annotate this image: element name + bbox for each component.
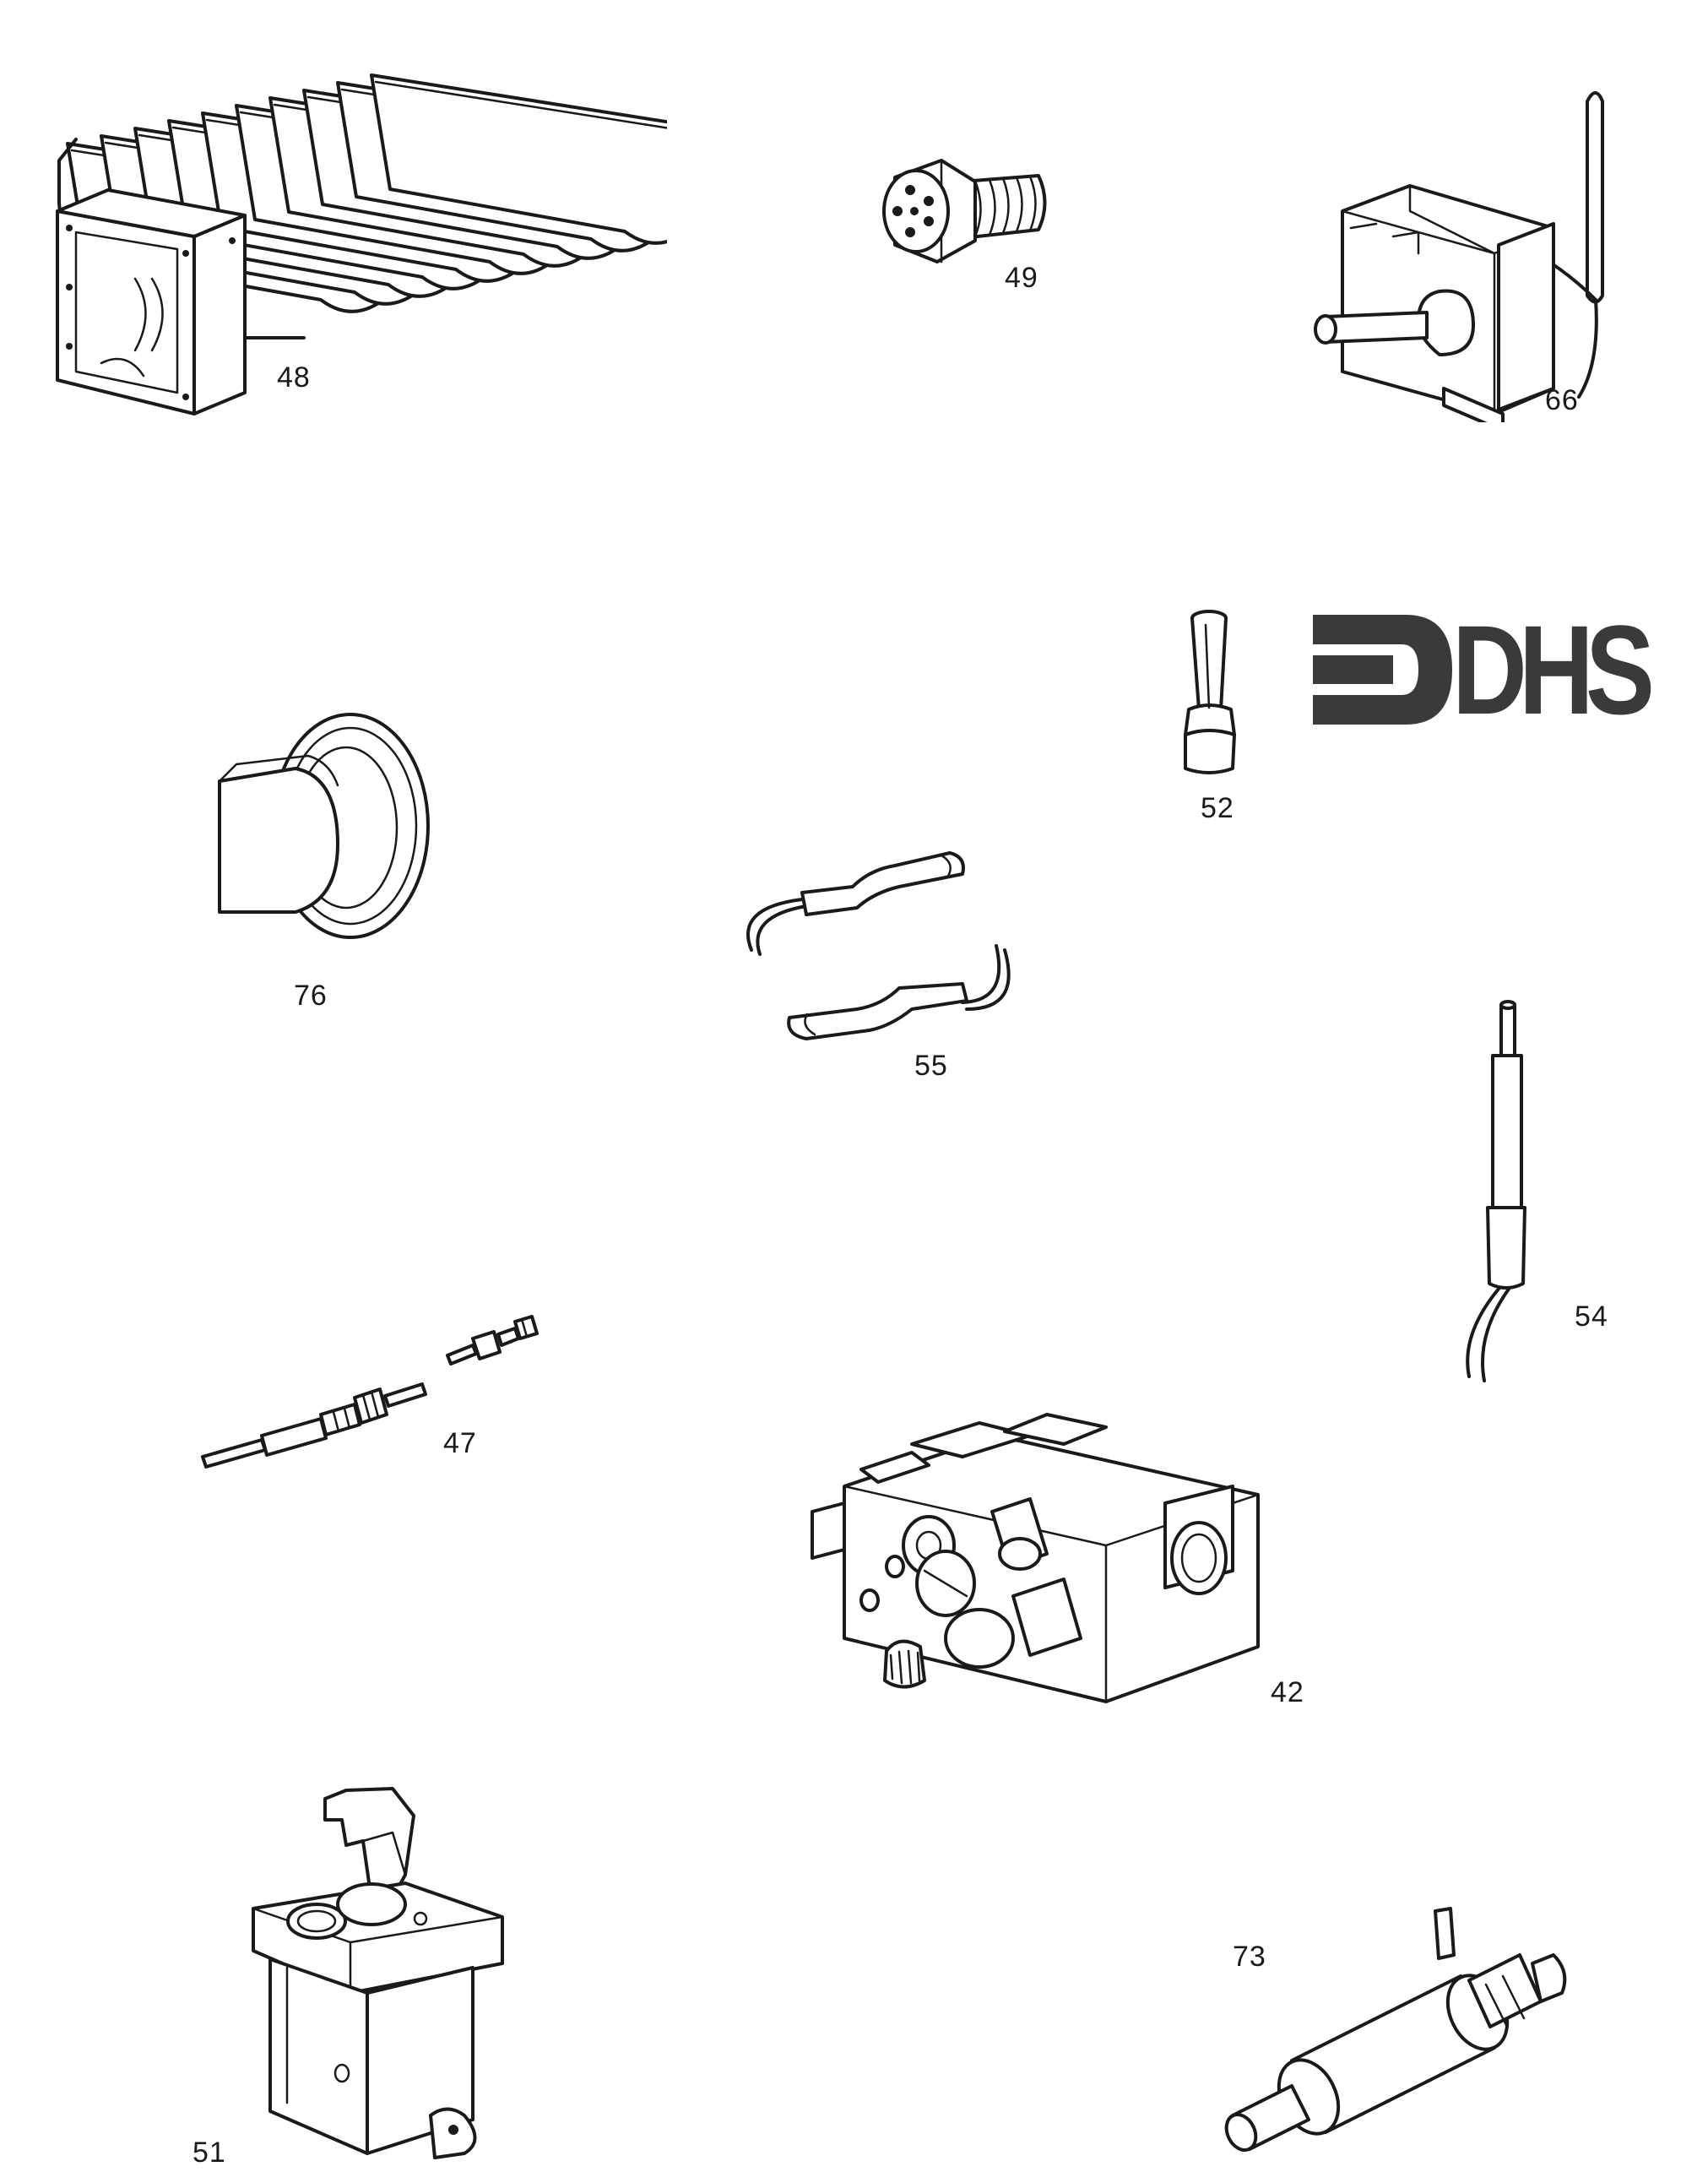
pilot-tube-icon (1184, 610, 1236, 774)
part-label-55: 55 (914, 1050, 948, 1082)
part-label-42: 42 (1271, 1676, 1304, 1708)
burner-manifold-icon (56, 73, 667, 415)
part-label-49: 49 (1005, 262, 1038, 294)
piezo-igniter-icon (252, 1787, 504, 2159)
thermostat-icon (1314, 91, 1604, 422)
thermocouple-icon (201, 1315, 539, 1469)
cylinder-switch-icon (1224, 1907, 1567, 2152)
part-label-73: 73 (1233, 1941, 1266, 1973)
sensor-probe-icon (1466, 1000, 1526, 1382)
part-label-52: 52 (1201, 792, 1234, 824)
part-label-66: 66 (1545, 384, 1579, 416)
dhs-logo: DHS (1313, 606, 1667, 733)
injector-nozzle-icon (882, 159, 1047, 263)
logo-text: DHS (1452, 599, 1655, 741)
part-label-51: 51 (192, 2137, 226, 2169)
gas-valve-icon (811, 1413, 1260, 1703)
connector-leads-icon (746, 851, 1011, 1040)
part-label-76: 76 (294, 980, 328, 1012)
part-label-54: 54 (1575, 1300, 1608, 1333)
part-label-47: 47 (443, 1427, 477, 1459)
control-knob-icon (218, 713, 430, 939)
part-label-48: 48 (277, 361, 311, 394)
